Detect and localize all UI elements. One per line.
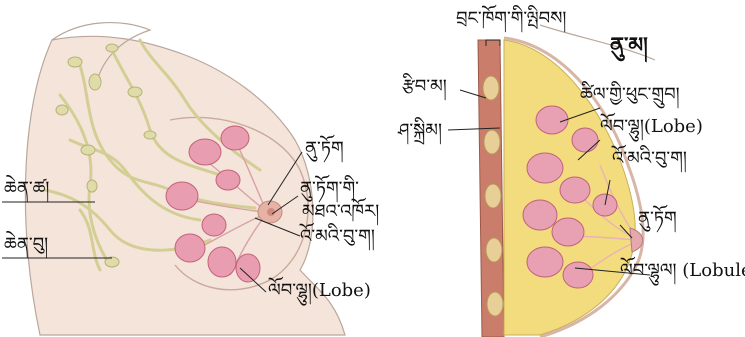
label-fatty-tissue: ཚིལ་གྱི་ཕུང་གྲུབ། bbox=[580, 86, 680, 104]
lobules-tibetan: ལོབ་ལྷུལ། bbox=[620, 260, 677, 281]
label-muscle: ཤ་སྐྲིམ། bbox=[398, 122, 442, 140]
label-ribs: རྩིབ་མ། bbox=[402, 78, 447, 96]
lobe-left-tibetan: ལོབ་ལྷུ། bbox=[268, 280, 312, 301]
label-breast-title: ནུ་མ། bbox=[610, 34, 648, 55]
lobules-english: (Lobules) bbox=[682, 260, 745, 281]
label-nipple-left: ནུ་ཏོག bbox=[305, 140, 344, 158]
label-areola-line2: མཐའ་འཁོར། bbox=[302, 203, 379, 221]
lobe-right-tibetan: ལོབ་ལྷུ། bbox=[600, 116, 644, 137]
nipple-front bbox=[267, 208, 275, 216]
label-lobe-left: ལོབ་ལྷུ།(Lobe) bbox=[268, 282, 371, 300]
lobe-left-english: (Lobe) bbox=[312, 280, 371, 301]
label-ducts-right: འོ་མའི་བུ་ག། bbox=[612, 150, 687, 168]
cross-section-illustration bbox=[448, 25, 655, 337]
label-lobules: ལོབ་ལྷུལ། (Lobules) bbox=[620, 262, 745, 280]
label-areola-line1: ནུ་ཏོག་གི་ bbox=[300, 180, 359, 198]
label-lymph-vessels: ཆེན་བུ། bbox=[4, 236, 48, 254]
label-lobe-right: ལོབ་ལྷུ།(Lobe) bbox=[600, 118, 703, 136]
label-chest-wall: བྲང་ཁོག་གི་ལྤིབས། bbox=[456, 10, 566, 28]
label-nipple-right: ནུ་ཏོག bbox=[638, 210, 677, 228]
label-lymph-nodes: ཆེན་ཚ། bbox=[4, 180, 49, 198]
lobe-right-english: (Lobe) bbox=[644, 116, 703, 137]
label-ducts-left: འོ་མའི་བུ་ག། bbox=[300, 228, 375, 246]
